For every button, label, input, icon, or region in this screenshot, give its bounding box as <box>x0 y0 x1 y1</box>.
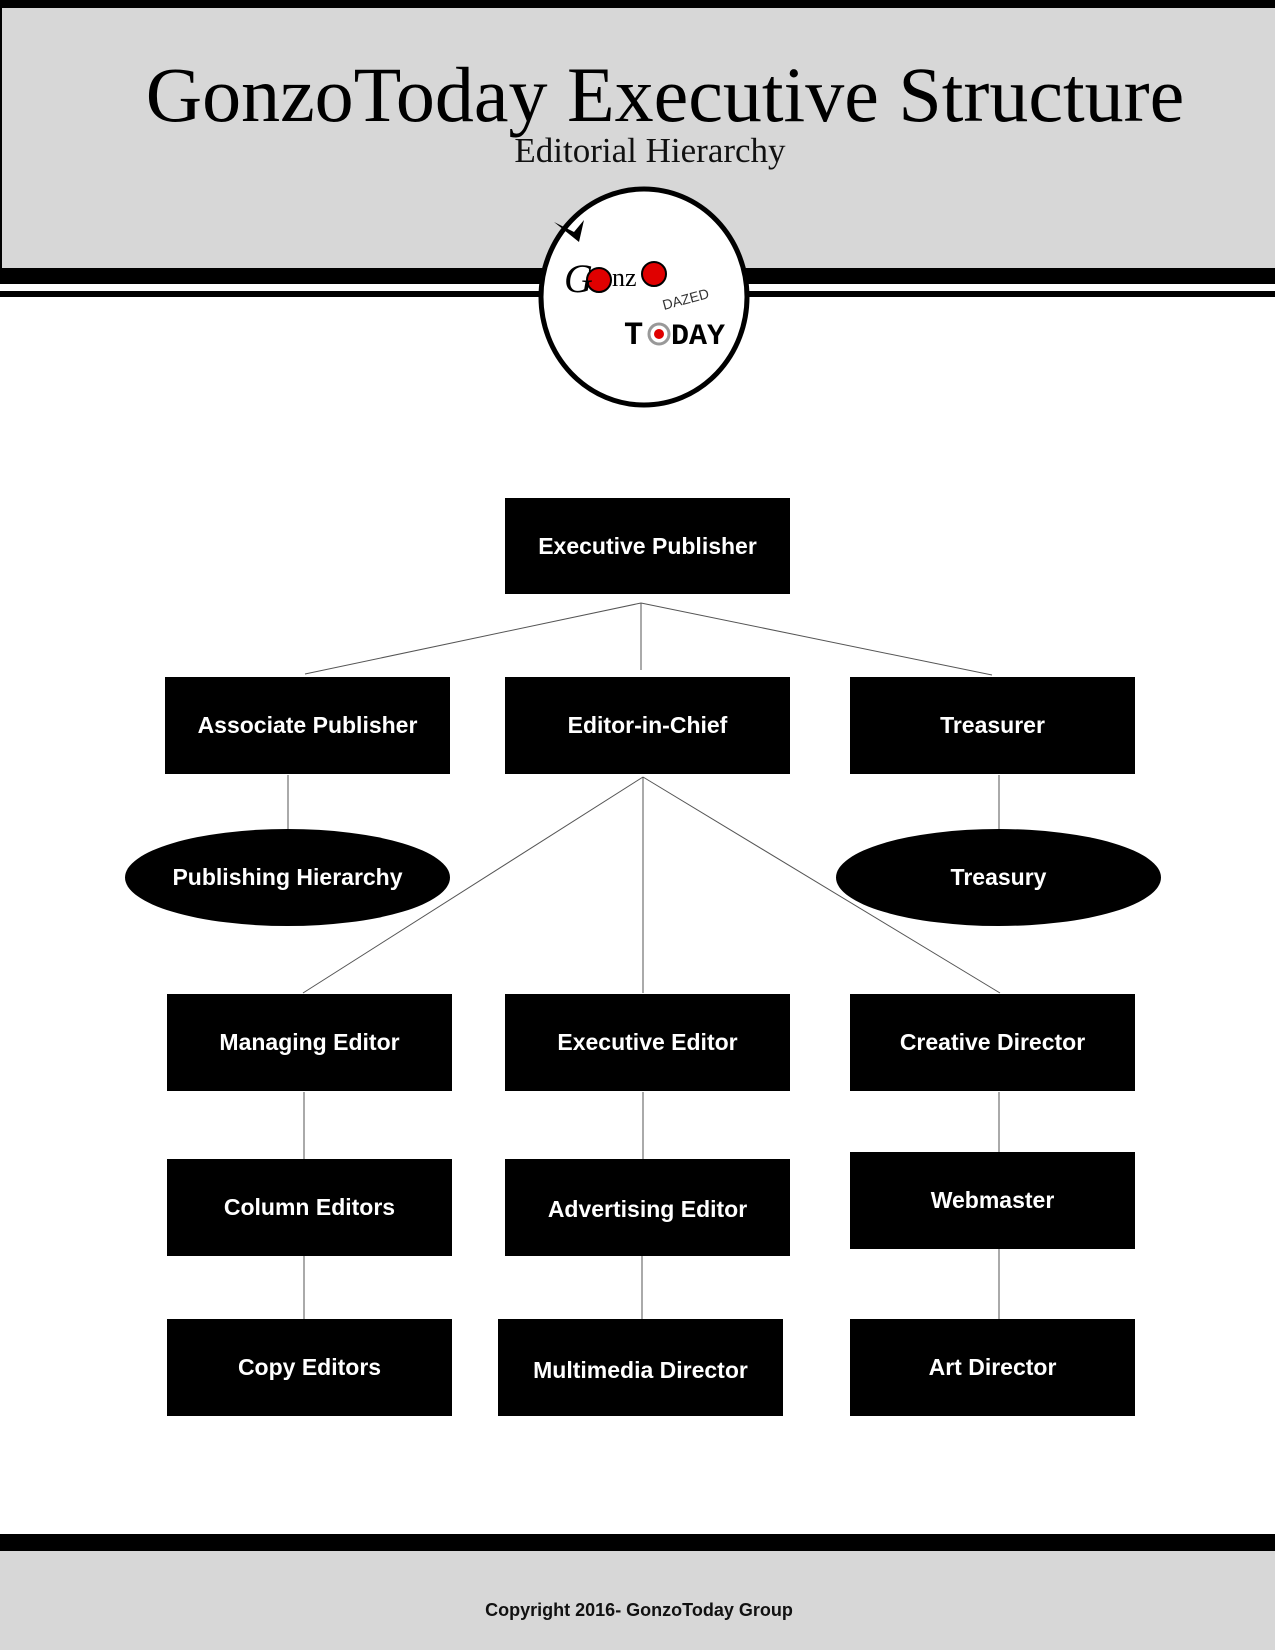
node-webmaster: Webmaster <box>850 1152 1135 1249</box>
page-subtitle: Editorial Hierarchy <box>514 131 786 170</box>
node-executive-publisher: Executive Publisher <box>505 498 790 594</box>
copyright-text: Copyright 2016- GonzoToday Group <box>485 1600 793 1620</box>
footer-banner <box>0 1551 1275 1650</box>
svg-text:G: G <box>564 256 593 301</box>
node-advertising-editor: Advertising Editor <box>505 1159 790 1256</box>
svg-text:DAY: DAY <box>671 320 725 354</box>
node-copy-editors: Copy Editors <box>167 1319 452 1416</box>
node-art-director: Art Director <box>850 1319 1135 1416</box>
node-multimedia-director: Multimedia Director <box>498 1319 783 1416</box>
page-title: GonzoToday Executive Structure <box>145 51 1185 138</box>
node-column-editors: Column Editors <box>167 1159 452 1256</box>
node-creative-director: Creative Director <box>850 994 1135 1091</box>
top-border <box>0 0 1275 8</box>
svg-text:nz: nz <box>612 263 637 292</box>
node-managing-editor: Managing Editor <box>167 994 452 1091</box>
node-treasury: Treasury <box>836 829 1161 926</box>
node-associate-publisher: Associate Publisher <box>165 677 450 774</box>
svg-text:T: T <box>624 317 643 354</box>
gonzotoday-logo: G nz DAZED T DAY <box>538 186 750 408</box>
node-publishing-hierarchy: Publishing Hierarchy <box>125 829 450 926</box>
footer-divider <box>0 1534 1275 1551</box>
node-treasurer: Treasurer <box>850 677 1135 774</box>
node-editor-in-chief: Editor-in-Chief <box>505 677 790 774</box>
node-executive-editor: Executive Editor <box>505 994 790 1091</box>
